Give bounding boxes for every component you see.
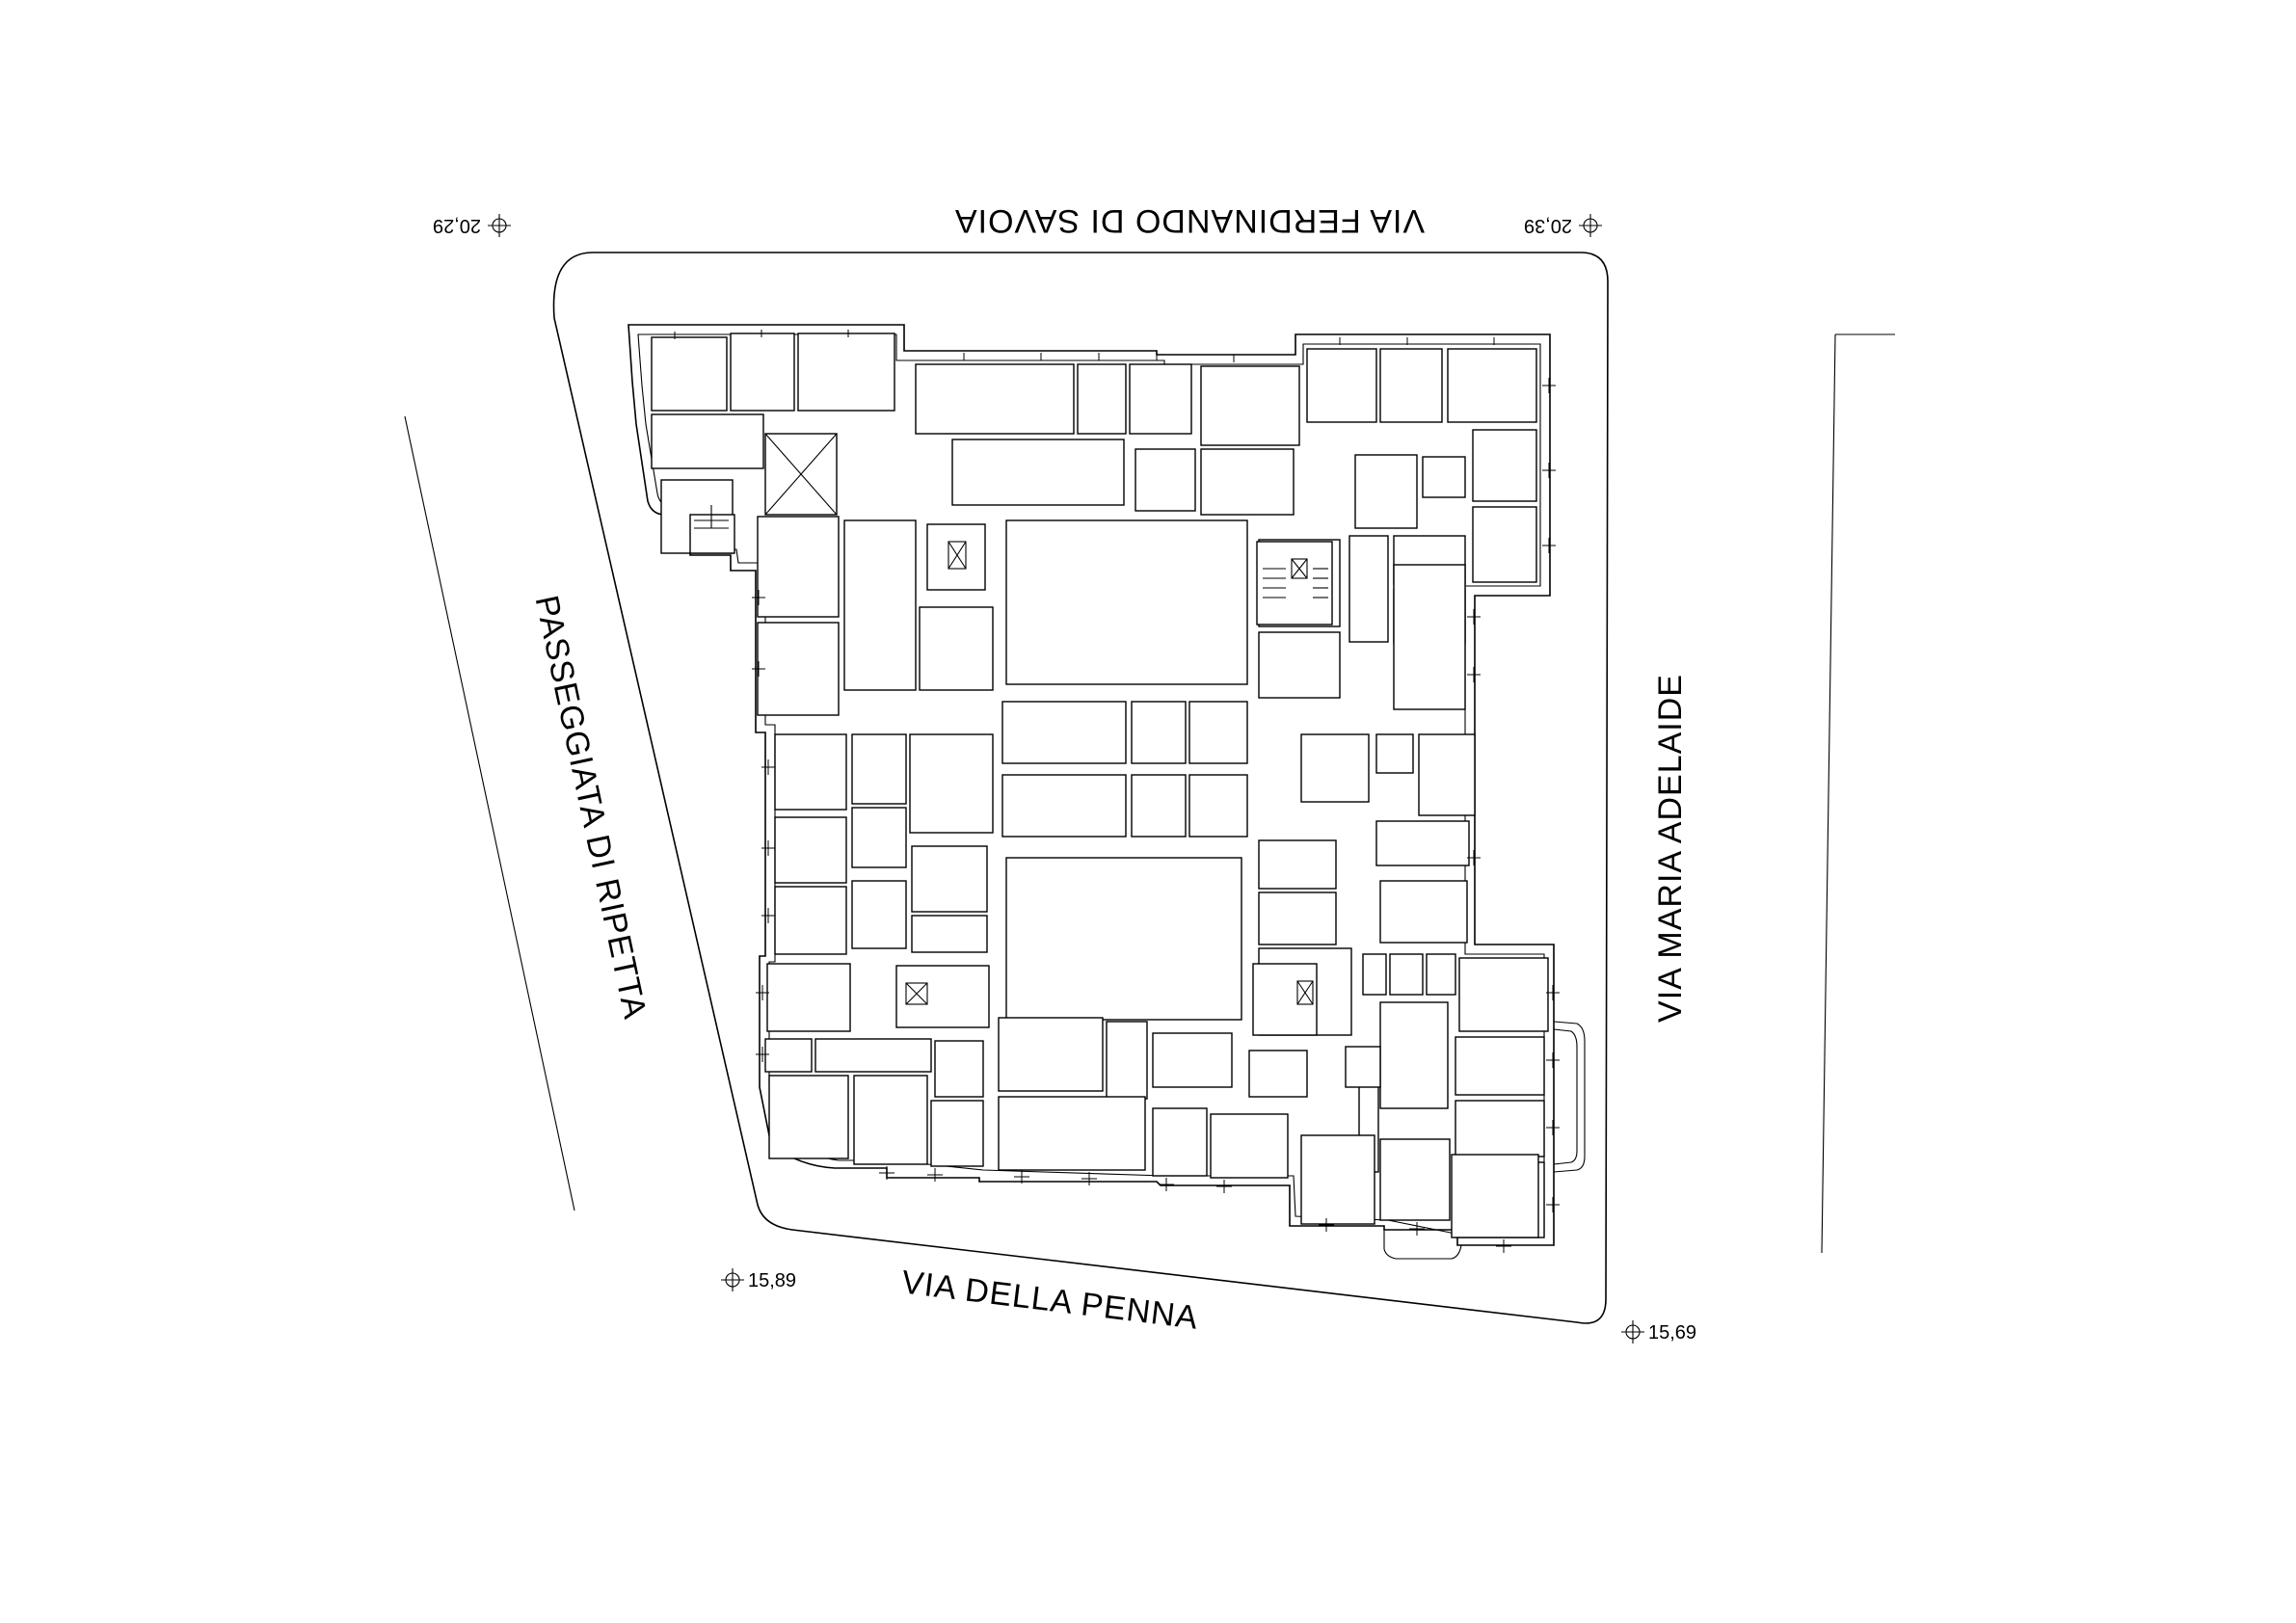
street-label-east: VIA MARIA ADELAIDE — [1652, 674, 1689, 1023]
stair-icon — [1256, 541, 1333, 625]
stairs-and-lifts — [689, 505, 1333, 1036]
elevation-label-sw: 15,89 — [748, 1270, 796, 1291]
spot-elevation-marker — [488, 214, 511, 237]
street-label-south: VIA DELLA PENNA — [899, 1264, 1200, 1336]
street-lines — [404, 252, 1895, 1324]
block-outline — [552, 252, 1609, 1324]
elevations: 20,29 20,39 15,89 15,69 — [433, 214, 1696, 1344]
courtyard-north — [1005, 519, 1248, 685]
lift-shaft-icon — [1252, 963, 1318, 1036]
elevation-label-se: 15,69 — [1648, 1322, 1696, 1344]
spot-elevation-marker — [1579, 214, 1602, 237]
street-label-north: VIA FERDINANDO DI SAVOIA — [954, 202, 1425, 239]
spot-elevation-marker — [1621, 1320, 1644, 1344]
elevation-label-nw: 20,29 — [433, 215, 481, 236]
courtyards — [764, 433, 1248, 1021]
stair-icon — [689, 505, 735, 554]
lift-shaft-icon — [895, 965, 990, 1028]
courtyard-south — [1005, 857, 1242, 1021]
lift-shaft-icon — [926, 523, 986, 591]
window-marks — [674, 330, 1560, 1253]
spot-elevation-marker — [721, 1268, 744, 1291]
street-label-west: PASSEGGIATA DI RIPETTA — [528, 592, 654, 1022]
elevation-label-ne: 20,39 — [1524, 215, 1572, 236]
